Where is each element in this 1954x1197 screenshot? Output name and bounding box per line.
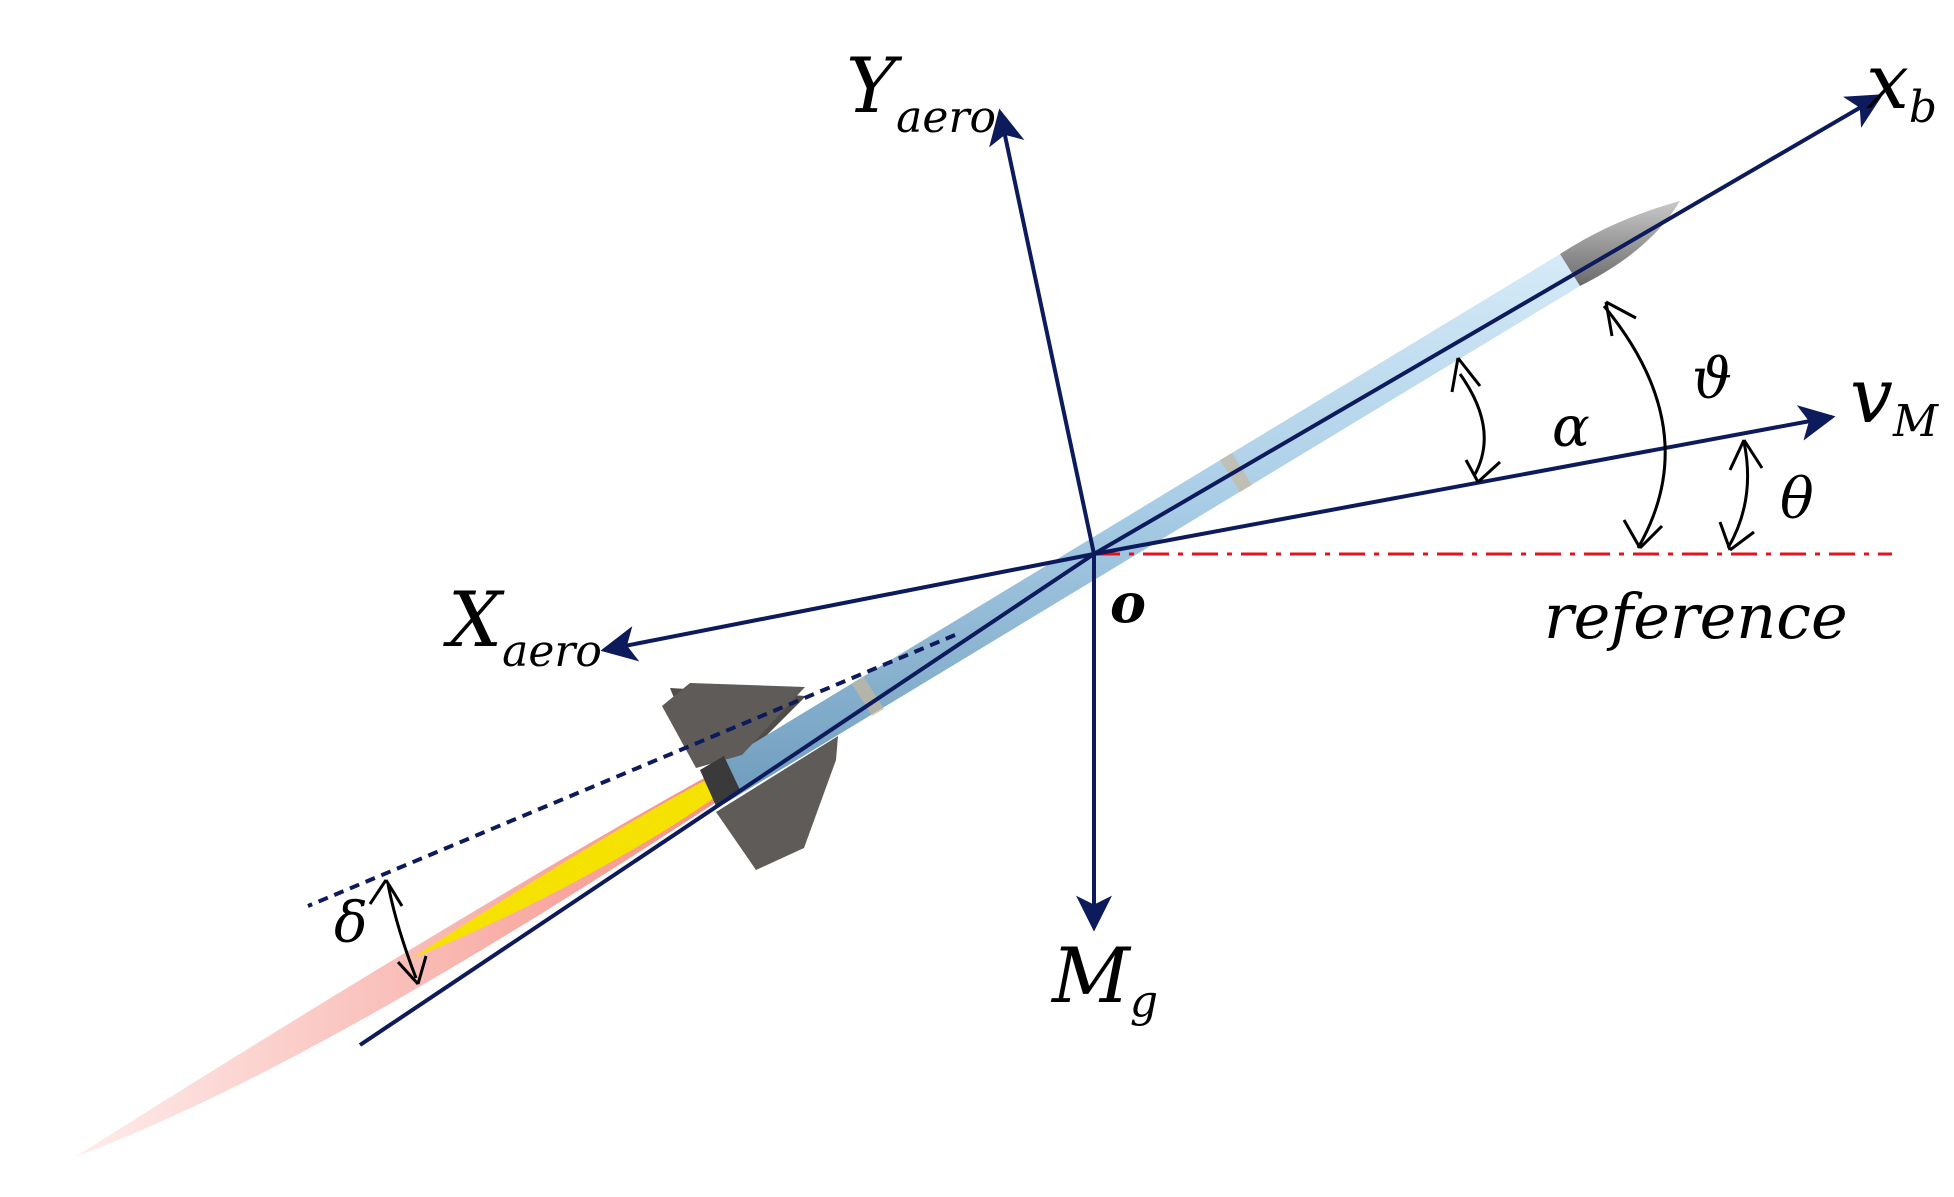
delta-label: δ xyxy=(334,891,368,956)
flame-inner xyxy=(412,781,714,958)
fin-front-right xyxy=(716,736,838,870)
vm-label: vM xyxy=(1850,351,1939,447)
body-axis-tail xyxy=(358,552,1096,1047)
arc-arrowhead xyxy=(1622,519,1664,550)
vm-velocity-arrow xyxy=(1093,405,1836,556)
arc-arrowhead xyxy=(1464,459,1502,484)
fin-front-left xyxy=(662,683,805,768)
xb-label: xb xyxy=(1866,37,1937,133)
x-aero-arrow xyxy=(600,552,1095,662)
origin-label: o xyxy=(1110,571,1146,635)
arc-arrowhead xyxy=(1728,439,1764,471)
theta-angle-arc xyxy=(1726,441,1750,549)
nozzle xyxy=(700,756,740,806)
y-aero-label: Yaero xyxy=(846,41,996,143)
rocket-illustration-icon xyxy=(75,201,1680,1157)
arc-arrowhead xyxy=(1604,300,1637,337)
alpha-angle-arc xyxy=(1458,373,1486,477)
xb-axis-arrow xyxy=(1092,94,1884,556)
theta-label: θ xyxy=(1780,467,1814,532)
y-aero-arrow xyxy=(989,108,1096,555)
reference-label: reference xyxy=(1544,580,1848,653)
pitch-angle-arc xyxy=(1602,305,1667,549)
thrust-deflection-line xyxy=(307,633,956,908)
arc-arrowhead xyxy=(396,955,428,986)
x-aero-label: Xaero xyxy=(443,575,602,677)
arc-arrowhead xyxy=(1718,521,1755,552)
pitch-angle-label: ϑ xyxy=(1692,347,1732,412)
arc-arrowhead xyxy=(368,879,404,907)
alpha-label: α xyxy=(1552,395,1590,460)
rocket-body xyxy=(706,254,1580,804)
delta-angle-arc xyxy=(386,883,418,979)
body-band xyxy=(852,677,884,716)
arc-arrowhead xyxy=(1450,357,1482,393)
mg-label: Mg xyxy=(1050,931,1158,1027)
